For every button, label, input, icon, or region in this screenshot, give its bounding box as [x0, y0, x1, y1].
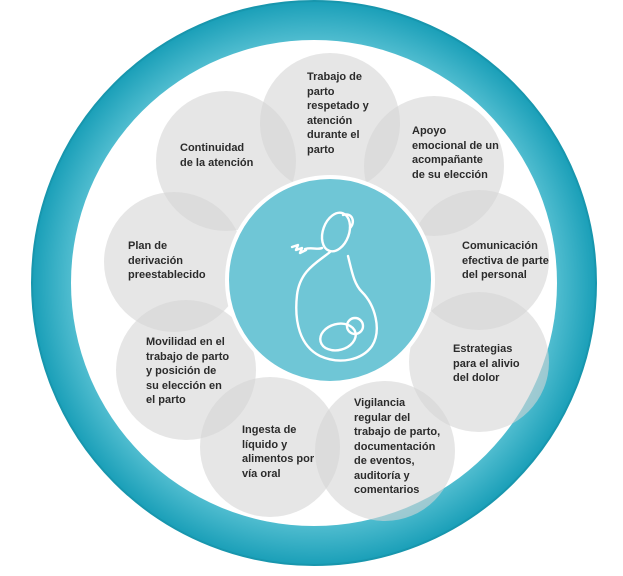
petal-top-left	[156, 91, 296, 231]
petal-label-bottom-left: Ingesta de líquido y alimentos por vía o…	[242, 424, 315, 480]
petal-bottom	[315, 381, 455, 521]
ring-outline	[31, 0, 597, 566]
petal-bottom-right	[409, 292, 549, 432]
petal-left-lower	[116, 300, 256, 440]
petal-right	[409, 190, 549, 330]
petal-label-bottom-right: Estrategias para el alivio del dolor	[453, 343, 520, 384]
petal-label-left-lower: Movilidad en el trabajo de parto y posic…	[146, 336, 230, 406]
petal-label-bottom: Vigilancia regular del trabajo de parto,…	[354, 397, 441, 496]
petal-label-top-right: Apoyo emocional de un acompañante de su …	[412, 125, 499, 181]
petal-label-top: Trabajo de parto respetado y atención du…	[307, 71, 369, 156]
center-circle	[225, 175, 435, 385]
pregnant-woman-icon	[290, 211, 378, 362]
petal-label-right: Comunicación efectiva de parte del perso…	[462, 240, 549, 281]
petal-label-left: Plan de derivación preestablecido	[128, 240, 206, 281]
petal-label-top-left: Continuidad de la atención	[180, 142, 254, 169]
